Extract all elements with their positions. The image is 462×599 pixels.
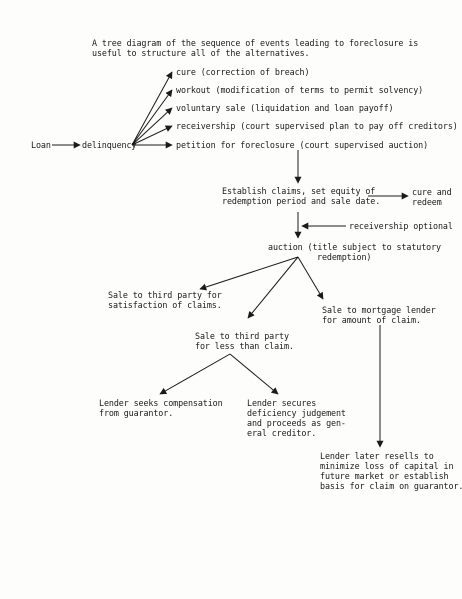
node-lender-deficiency-2: deficiency judgement bbox=[247, 408, 346, 418]
arrow-to-cure bbox=[131, 71, 173, 146]
node-establish-claims-1: Establish claims, set equity of bbox=[222, 186, 376, 196]
node-lender-deficiency-1: Lender secures bbox=[247, 398, 317, 408]
node-lender-guarantor-2: from guarantor. bbox=[99, 408, 174, 418]
arrow-to-voluntary-sale bbox=[131, 107, 173, 146]
arrow-to-workout bbox=[131, 89, 173, 146]
arrow-auction-to-sale-third-less bbox=[247, 256, 299, 319]
arrow-to-lender-deficiency bbox=[229, 353, 279, 395]
node-receivership: receivership (court supervised plan to p… bbox=[176, 121, 458, 131]
node-lender-resells-2: minimize loss of capital in bbox=[320, 461, 454, 471]
node-sale-third-less-1: Sale to third party bbox=[195, 331, 289, 341]
arrow-to-lender-guarantor bbox=[159, 353, 231, 395]
node-lender-guarantor-1: Lender seeks compensation bbox=[99, 398, 223, 408]
arrow-auction-to-sale-mortgage-lender bbox=[297, 256, 324, 300]
node-lender-resells-1: Lender later resells to bbox=[320, 451, 434, 461]
node-petition: petition for foreclosure (court supervis… bbox=[176, 140, 429, 150]
node-lender-resells-4: basis for claim on guarantor. bbox=[320, 481, 462, 491]
node-cure-redeem-2: redeem bbox=[412, 197, 442, 207]
node-sale-mortgage-lender-2: for amount of claim. bbox=[322, 315, 421, 325]
intro-line-2: useful to structure all of the alternati… bbox=[92, 48, 310, 58]
node-lender-deficiency-4: eral creditor. bbox=[247, 428, 317, 438]
node-lender-resells-3: future market or establish bbox=[320, 471, 449, 481]
node-auction-1: auction (title subject to statutory bbox=[268, 242, 441, 252]
node-sale-third-satisfaction-2: satisfaction of claims. bbox=[108, 300, 222, 310]
node-receivership-optional: receivership optional bbox=[349, 221, 453, 231]
node-cure: cure (correction of breach) bbox=[176, 67, 310, 77]
node-workout: workout (modification of terms to permit… bbox=[176, 85, 424, 95]
node-sale-third-satisfaction-1: Sale to third party for bbox=[108, 290, 222, 300]
node-auction-2: redemption) bbox=[317, 252, 372, 262]
intro-line-1: A tree diagram of the sequence of events… bbox=[92, 38, 419, 48]
node-establish-claims-2: redemption period and sale date. bbox=[222, 196, 381, 206]
node-delinquency: delinquency bbox=[82, 140, 137, 150]
node-loan: Loan bbox=[31, 140, 51, 150]
node-sale-mortgage-lender-1: Sale to mortgage lender bbox=[322, 305, 436, 315]
node-voluntary-sale: voluntary sale (liquidation and loan pay… bbox=[176, 103, 394, 113]
arrow-to-receivership bbox=[131, 125, 173, 146]
node-sale-third-less-2: for less than claim. bbox=[195, 341, 294, 351]
arrow-auction-to-sale-third-satisfaction bbox=[199, 256, 299, 291]
node-cure-redeem-1: cure and bbox=[412, 187, 452, 197]
node-lender-deficiency-3: and proceeds as gen- bbox=[247, 418, 346, 428]
